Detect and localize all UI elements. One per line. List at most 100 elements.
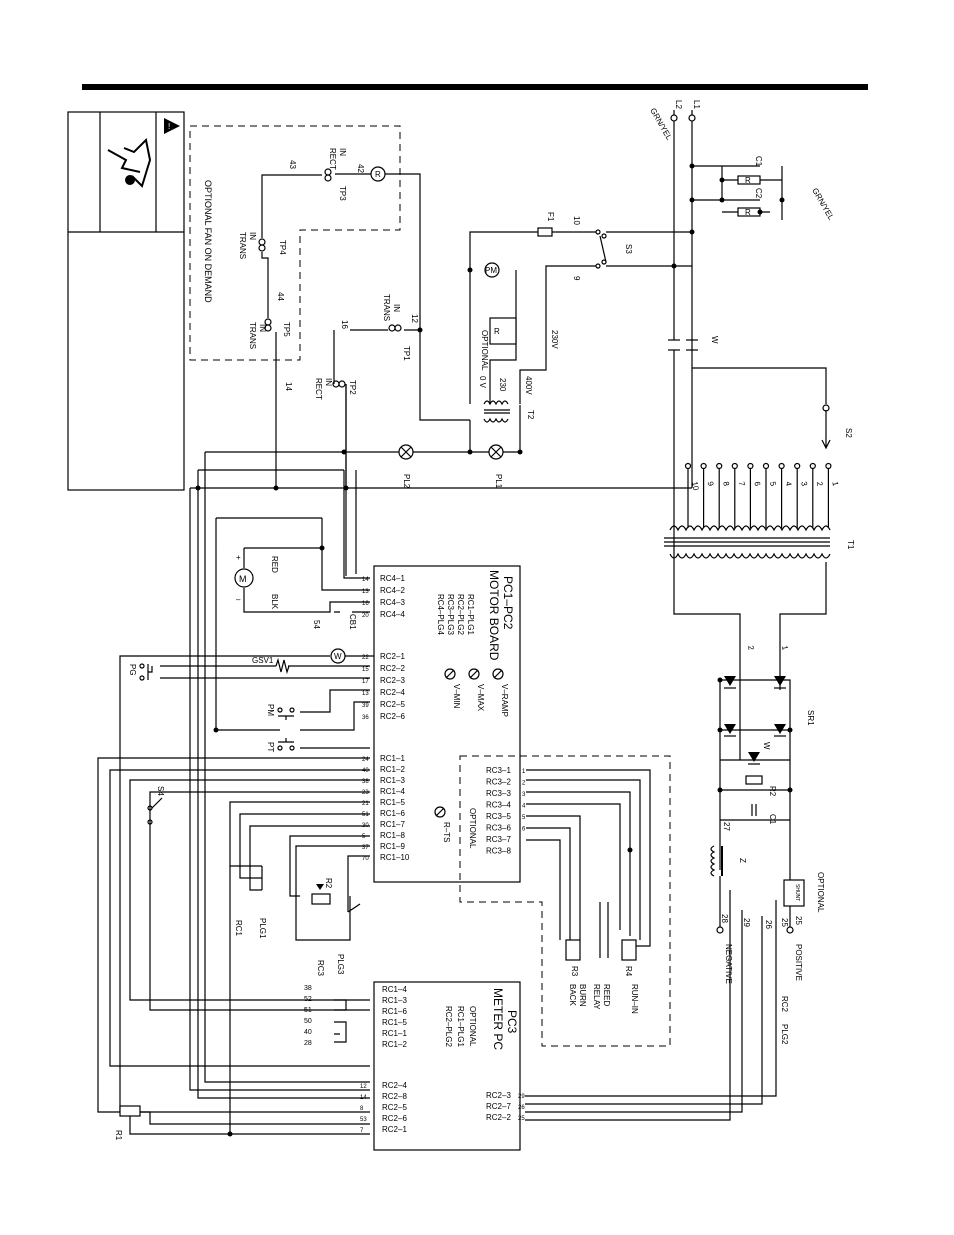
shunt [783, 879, 805, 907]
plg2-out-label: PLG2 [780, 1024, 789, 1045]
svg-text:!: ! [168, 122, 170, 131]
meter-w-label: W [334, 652, 342, 661]
rc3-pin-label: RC3–8 [486, 847, 511, 856]
rectifier-sr1 [724, 676, 786, 765]
pilot-lamp-pl1 [488, 444, 504, 460]
rc1-pin-label: RC1–7 [380, 820, 405, 829]
rc1-pin-label: RC1–1 [380, 754, 405, 763]
resistor-r-a [737, 175, 761, 185]
tap-label: 6 [752, 481, 762, 487]
tap-terminal [825, 462, 832, 470]
rc3-pin-label: RC3–4 [486, 801, 511, 810]
tp3-sub-label: RECT [328, 148, 337, 170]
s3-label: S3 [624, 244, 633, 254]
pm-label: PM [485, 266, 497, 275]
meter-rc2r-pin-label: RC2–2 [486, 1113, 511, 1122]
meter-pc-title: PC3 [505, 1010, 519, 1034]
rc3-pin-num: 3 [522, 792, 526, 798]
rc3-pin-label: RC3–6 [486, 824, 511, 833]
bus-wires [189, 405, 692, 1099]
tap-terminal [684, 462, 692, 470]
c2-label: C2 [754, 188, 763, 199]
c1-label: C1 [754, 156, 763, 167]
meter-rc1-wire-label: 28 [304, 1040, 312, 1047]
l1-label: L1 [692, 100, 701, 109]
tp5-sub-label: TRANS [248, 322, 257, 349]
tp-coils [258, 168, 402, 388]
meter-rc2-pin-label: RC2–6 [382, 1114, 407, 1123]
meter-rc2-pin-label: RC2–4 [382, 1081, 407, 1090]
choke [710, 845, 723, 877]
primary-wires [469, 110, 827, 600]
rc1-pin-label-pin: 70 [362, 856, 369, 862]
terminal-l2 [670, 114, 678, 122]
rc1-pin-label-pin: 21 [362, 801, 369, 807]
motor-board-pots [434, 668, 504, 818]
rc4-pin-label: RC4–4 [380, 610, 405, 619]
tap-terminal [716, 462, 723, 470]
meter-pc-subtitle: METER PC [491, 988, 505, 1050]
meter-rc2-pin-num: 14 [360, 1095, 367, 1101]
motor-board-plug-2: RC2–PLG2 [456, 594, 465, 635]
optional-fan-label: OPTIONAL FAN ON DEMAND [203, 180, 213, 303]
rc4-pin-label-pin: 20 [362, 613, 369, 619]
rc2-pin-label: RC2–3 [380, 676, 405, 685]
tap-terminal [794, 462, 801, 470]
warning-box: ! [67, 111, 185, 491]
rc3-pin-num: 2 [522, 781, 526, 787]
motor-blk-label: BLK [270, 594, 279, 610]
pg-switch[interactable] [139, 663, 153, 681]
t2-label: T2 [526, 410, 535, 420]
r1-wires [129, 866, 370, 1135]
rc2-pin-label-pin: 17 [362, 679, 369, 685]
rc2-pin-label: RC2–1 [380, 652, 405, 661]
meter-rc2-pin-num: 53 [360, 1117, 367, 1123]
contactor-w [668, 339, 698, 351]
meter-rc2-pin-num: 7 [360, 1128, 364, 1134]
resistor-r-b-label: R [745, 208, 751, 217]
burn-back-label-1: BURN [578, 984, 587, 1007]
fuse-f1 [537, 227, 553, 237]
pl1-label: PL1 [494, 474, 503, 489]
tp1-in-label: IN [392, 304, 401, 312]
rc1-pin-label-pin: 38 [362, 779, 369, 785]
terminal-positive [786, 926, 794, 934]
meter-rc2-pin-label: RC2–8 [382, 1092, 407, 1101]
sr1-label: SR1 [806, 710, 815, 726]
meter-rc1-wire-label: 50 [304, 1018, 312, 1025]
rc4-pin-label: RC4–1 [380, 574, 405, 583]
grn-yel-1-label: GRN/YEL [648, 107, 674, 142]
motor-board-outline [373, 565, 521, 883]
r2-pot-label: R2 [324, 878, 333, 889]
rc2-pin-label: RC2–4 [380, 688, 405, 697]
meter-rc1-wire-label: 38 [304, 985, 312, 992]
output-wires [525, 870, 791, 1121]
s4-label: S4 [156, 786, 165, 796]
s4-switch[interactable] [147, 797, 163, 825]
meter-rc1-pin-label: RC1–2 [382, 1040, 407, 1049]
tap-label: 3 [799, 481, 809, 487]
rc1-pin-label: RC1–4 [380, 787, 405, 796]
w9-label: 9 [572, 276, 581, 281]
v230b-label: 230 [498, 378, 507, 392]
meter-pc-rc1: RC1–438RC1–352RC1–651RC1–550RC1–140RC1–2… [304, 985, 407, 1049]
pm-switch[interactable] [277, 707, 295, 720]
r2-sr-label: R2 [768, 786, 777, 797]
motor-plus-label: + [236, 553, 241, 562]
pt-switch[interactable] [277, 738, 295, 751]
tp5-in-label: IN [258, 324, 267, 332]
shunt-label: SHUNT [794, 884, 800, 901]
potentiometer-r3 [565, 939, 581, 961]
rc1-pin-label: RC1–8 [380, 831, 405, 840]
r2-switch [347, 903, 361, 913]
positive-label: POSITIVE [794, 944, 803, 981]
pot-v-ramp: V–RAMP [500, 684, 509, 717]
tp3-in-label: IN [338, 148, 347, 156]
l2-label: L2 [674, 100, 683, 109]
potentiometer-r1 [119, 1105, 141, 1117]
meter-rc2-pin-label: RC2–1 [382, 1125, 407, 1134]
v400-label: 400V [524, 376, 533, 395]
rc1-pin-label-pin: 40 [362, 768, 369, 774]
gsv1-label: GSV1 [252, 656, 274, 665]
